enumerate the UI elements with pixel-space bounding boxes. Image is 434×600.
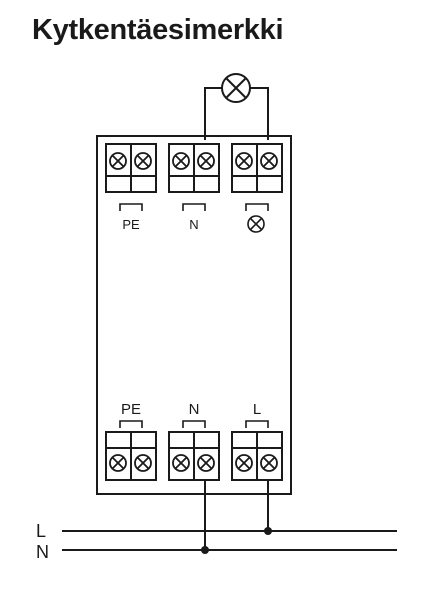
- bus-label-n: N: [36, 542, 49, 562]
- screw-icon: [235, 152, 253, 170]
- top-terminal-block-n: [168, 143, 220, 193]
- bottom-bracket-pe: [119, 420, 143, 428]
- top-label-n: N: [189, 217, 198, 232]
- bottom-label-l: L: [253, 401, 261, 418]
- top-terminal-block-lamp: [231, 143, 283, 193]
- device-housing: [96, 135, 292, 495]
- screw-icon: [172, 152, 190, 170]
- screw-icon: [109, 454, 127, 472]
- screw-icon: [197, 454, 215, 472]
- bottom-label-n: N: [189, 401, 200, 418]
- bottom-terminal-block-l: [231, 431, 283, 481]
- screw-icon: [260, 454, 278, 472]
- junction-dot-l: [264, 527, 272, 535]
- lamp-label-icon: [247, 215, 265, 233]
- top-label-pe: PE: [122, 217, 140, 232]
- bottom-bracket-n: [182, 420, 206, 428]
- bottom-bracket-l: [245, 420, 269, 428]
- lamp-wire-left: [204, 87, 222, 140]
- lamp-wire-right: [250, 87, 269, 140]
- screw-icon: [134, 152, 152, 170]
- junction-dot-n: [201, 546, 209, 554]
- screw-icon: [197, 152, 215, 170]
- screw-icon: [172, 454, 190, 472]
- top-terminal-block-pe: [105, 143, 157, 193]
- top-bracket-n: [182, 203, 206, 211]
- bottom-terminal-block-n: [168, 431, 220, 481]
- lamp-icon: [221, 73, 251, 103]
- screw-icon: [109, 152, 127, 170]
- screw-icon: [260, 152, 278, 170]
- bus-label-l: L: [36, 521, 46, 541]
- diagram-title: Kytkentäesimerkki: [32, 14, 284, 46]
- top-bracket-pe: [119, 203, 143, 211]
- bottom-label-pe: PE: [121, 401, 141, 418]
- bottom-terminal-block-pe: [105, 431, 157, 481]
- screw-icon: [235, 454, 253, 472]
- top-bracket-lamp: [245, 203, 269, 211]
- screw-icon: [134, 454, 152, 472]
